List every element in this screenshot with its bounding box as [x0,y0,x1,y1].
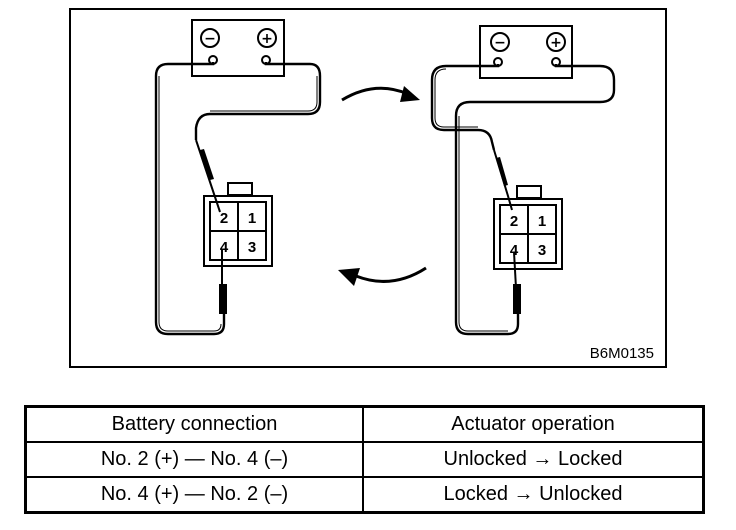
right-assembly: − + 2 1 4 3 [430,25,616,336]
pin-3-label: 3 [248,239,256,256]
wiring-diagram: − + 2 1 4 3 [69,8,667,368]
positive-terminal-icon [257,28,277,48]
pin-1-label: 1 [538,213,546,230]
pin-4-label: 4 [220,239,229,256]
svg-text:+: + [550,35,562,51]
right-connector: 2 1 4 3 [493,185,563,270]
table-header-row: Battery connection Actuator operation [24,405,705,443]
negative-terminal-icon [490,32,510,52]
right-negative-lead [430,64,500,151]
pin-3-label: 3 [538,242,546,259]
cell-actuator-operation: Unlocked → Locked [362,441,705,478]
pin-1-label: 1 [248,210,256,227]
header-actuator-operation: Actuator operation [362,405,705,443]
cell-battery-connection: No. 4 (+) — No. 2 (–) [24,476,364,514]
left-connector: 2 1 4 3 [203,182,273,267]
right-lower-probe [513,251,517,289]
cell-actuator-operation: Locked → Unlocked [362,476,705,514]
pin-2-label: 2 [510,213,518,230]
left-upper-probe [195,139,221,213]
negative-terminal-icon [200,28,220,48]
arrow-right-icon [341,86,409,102]
pin-2-label: 2 [220,210,228,227]
right-positive-lead [454,64,616,336]
svg-text:−: − [494,35,506,51]
connection-table: Battery connection Actuator operation No… [24,405,705,514]
table-row: No. 4 (+) — No. 2 (–) Locked → Unlocked [24,476,705,514]
cell-battery-connection: No. 2 (+) — No. 4 (–) [24,441,364,478]
pin-4-label: 4 [510,242,519,259]
arrow-left-icon [355,266,427,283]
figure-code: B6M0135 [590,345,654,362]
positive-terminal-icon [546,32,566,52]
table-row: No. 2 (+) — No. 4 (–) Unlocked → Locked [24,441,705,478]
right-battery: − + [479,25,573,79]
figure-frame [69,8,667,368]
left-battery: − + [191,19,285,77]
cycle-arrows [338,86,427,286]
left-negative-lead [154,62,226,336]
svg-text:−: − [204,31,216,47]
left-positive-lead [194,62,322,140]
header-battery-connection: Battery connection [24,405,364,443]
svg-text:+: + [261,31,273,47]
left-assembly: − + 2 1 4 3 [154,19,322,336]
